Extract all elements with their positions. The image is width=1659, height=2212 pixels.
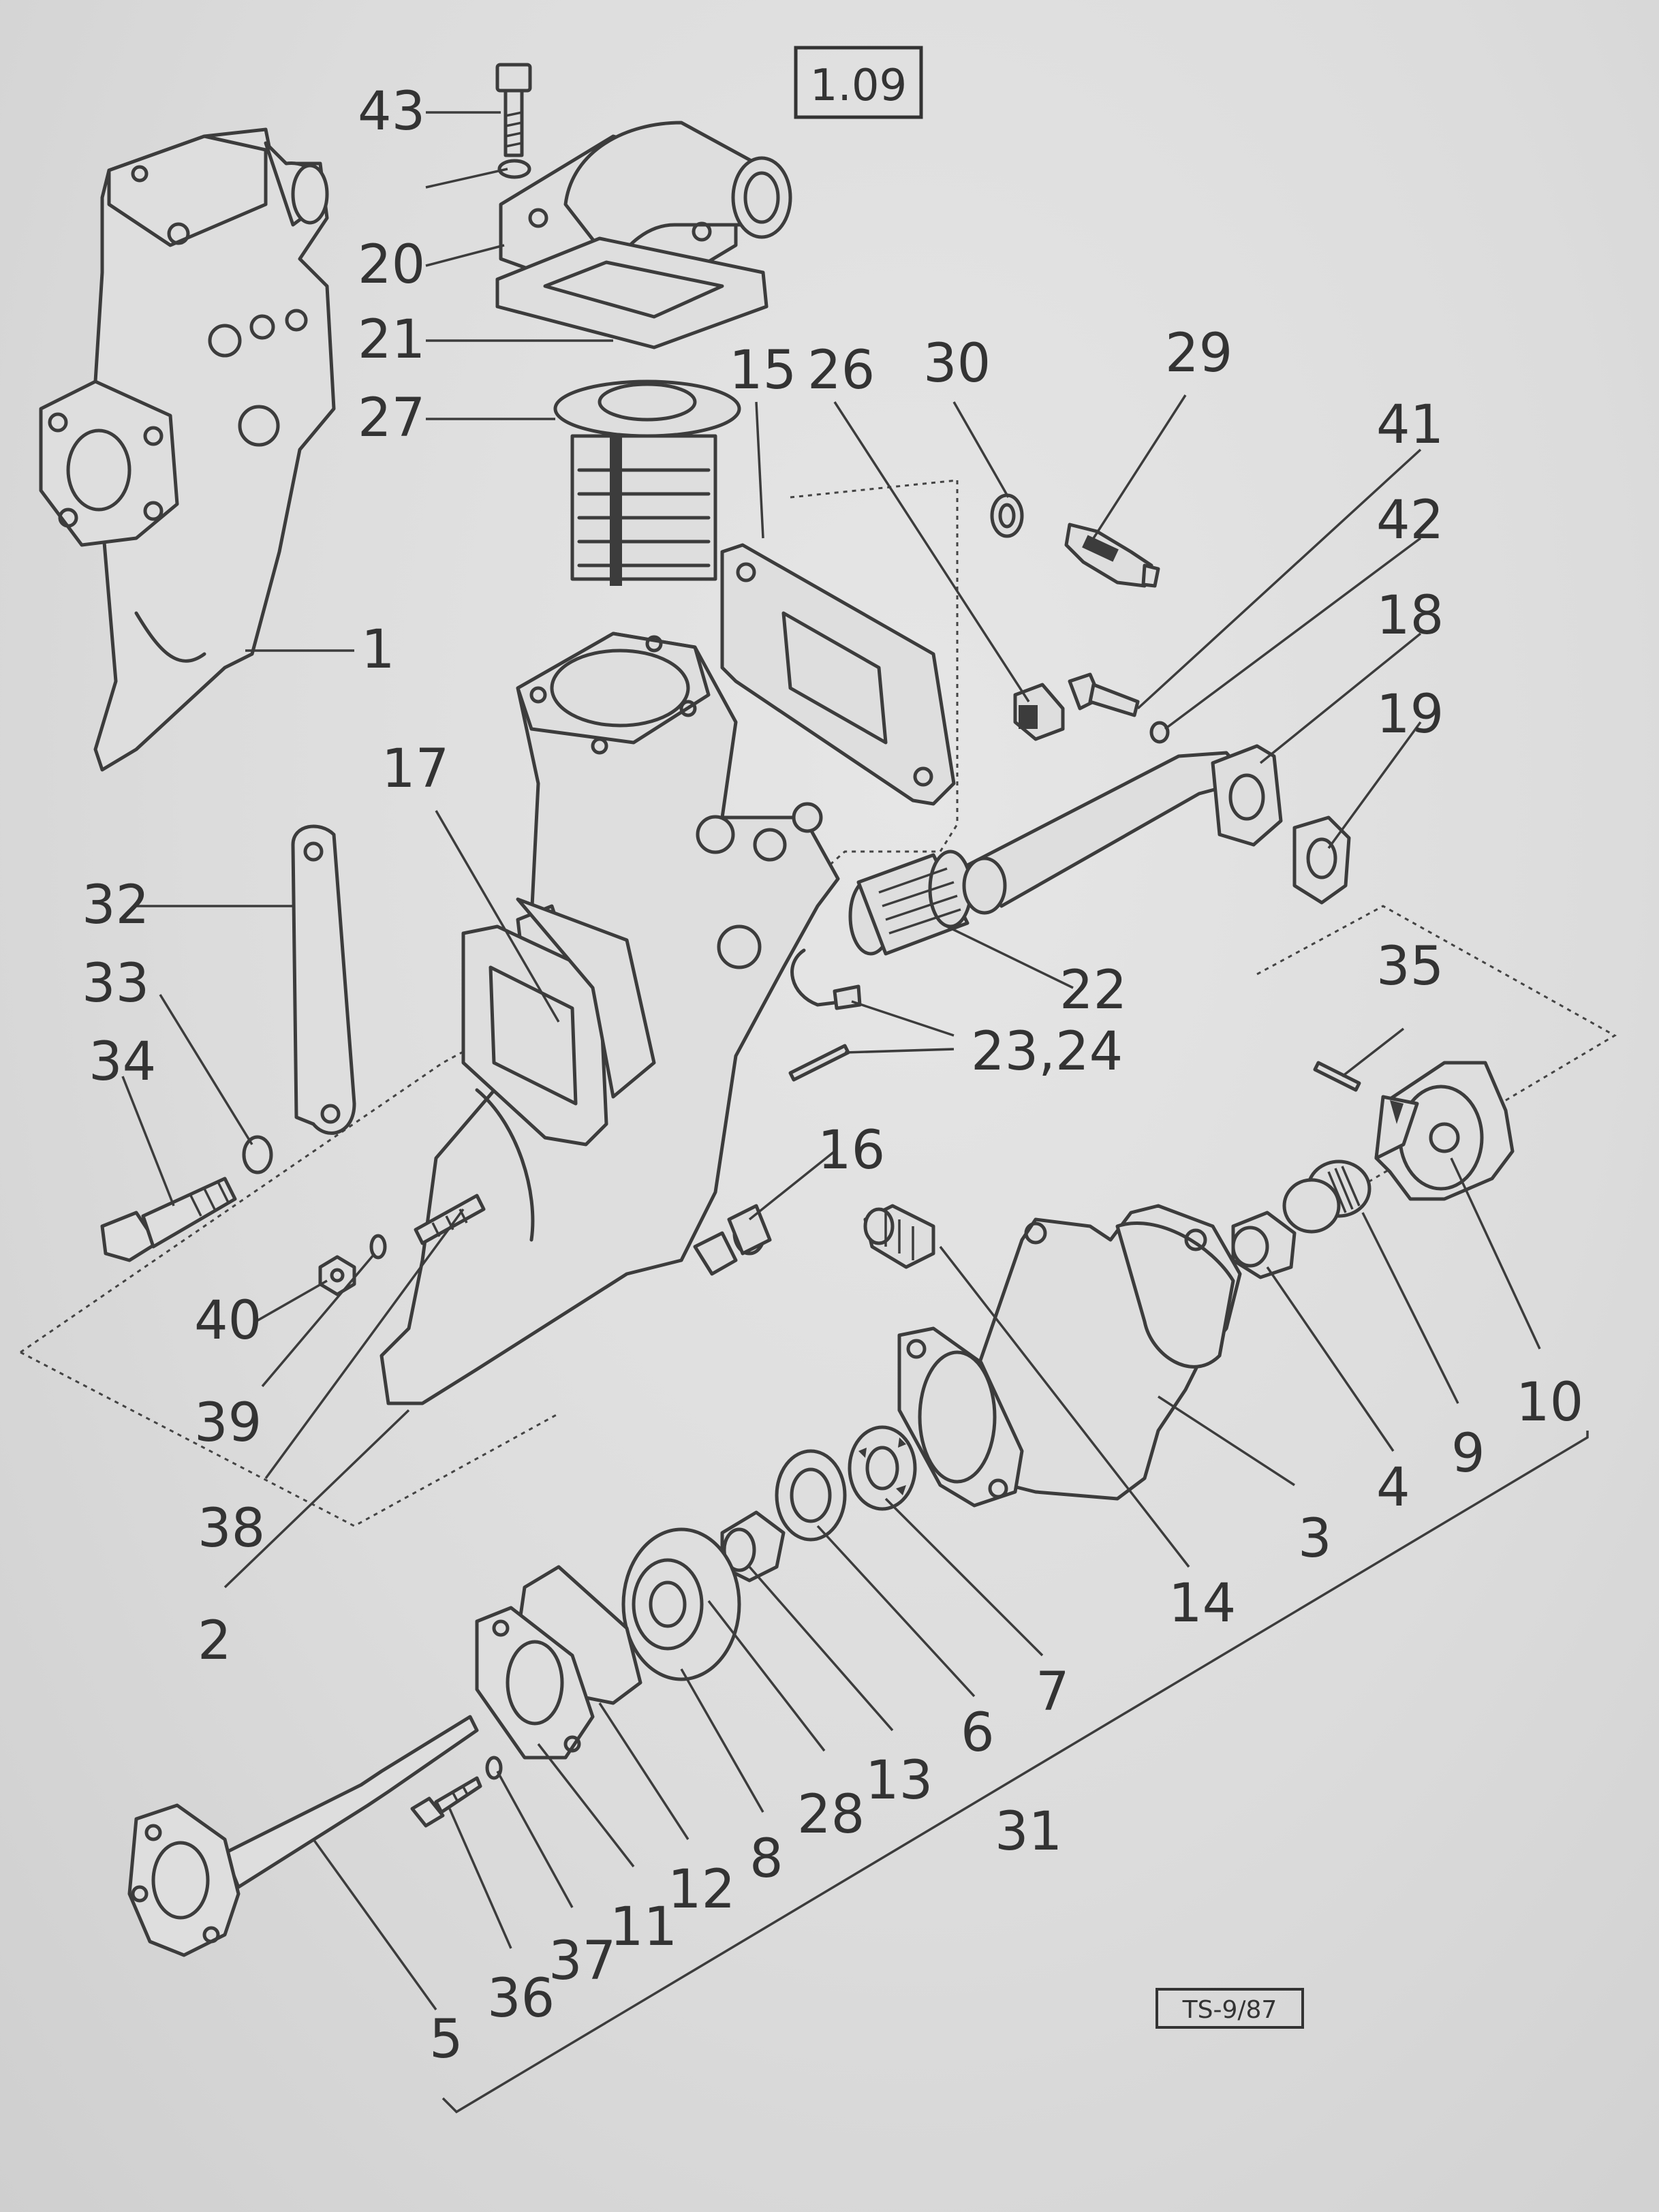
callout-30: 31 xyxy=(995,1801,1062,1863)
callout-37: 38 xyxy=(198,1498,265,1559)
part-1-assembled-housing xyxy=(39,127,336,772)
part-15-gasket xyxy=(720,543,956,806)
part-16-dowels xyxy=(693,1204,772,1276)
part-31-cover-plate xyxy=(291,824,356,1135)
callout-36: 37 xyxy=(548,1931,616,1992)
part-17-gasket xyxy=(461,897,656,1147)
callout-11: 11 xyxy=(610,1897,677,1958)
part-35-screw xyxy=(410,1776,482,1828)
drawing-ref: TS-9/87 xyxy=(1182,1996,1277,2024)
part-18-outlet-pipe xyxy=(962,744,1283,915)
part-13-spacer xyxy=(720,1510,786,1583)
callout-16: 16 xyxy=(818,1120,885,1181)
part-32-lock-washer xyxy=(242,1135,273,1174)
callout-9: 9 xyxy=(1451,1423,1485,1484)
part-5-shaft xyxy=(127,1715,479,1957)
part-10-impeller xyxy=(1374,1061,1515,1201)
callout-15: 15 xyxy=(729,340,796,401)
callout-29: 30 xyxy=(923,333,991,394)
callout-10: 10 xyxy=(1516,1372,1583,1433)
part-8-bearing xyxy=(621,1527,741,1681)
callout-22: 22 xyxy=(1059,960,1127,1021)
callout-38: 39 xyxy=(194,1392,262,1454)
callout-4: 4 xyxy=(1376,1457,1410,1518)
part-4-sleeve xyxy=(1231,1211,1297,1279)
assembly-30-bracket xyxy=(441,1431,1589,2114)
part-26-thermostat xyxy=(553,379,741,586)
part-37-stud xyxy=(414,1194,486,1245)
callout-23-24: 23,24 xyxy=(971,1021,1123,1082)
callout-31: 32 xyxy=(82,875,149,936)
callout-28: 29 xyxy=(1165,323,1232,384)
callout-21: 21 xyxy=(358,309,425,371)
part-29-sealing-ring xyxy=(990,493,1024,538)
callout-12: 12 xyxy=(668,1859,735,1920)
callout-1: 1 xyxy=(361,619,395,681)
callout-14: 14 xyxy=(1168,1573,1236,1634)
callout-17: 17 xyxy=(382,738,449,800)
assembly-dashed-outlines xyxy=(20,479,1617,1527)
callout-5: 5 xyxy=(429,2009,463,2070)
part-6-ring xyxy=(775,1449,847,1542)
callout-20: 20 xyxy=(358,234,425,296)
callout-35: 36 xyxy=(487,1968,555,2029)
part-24-split-pin xyxy=(788,1044,850,1082)
pump-front-flange xyxy=(897,1326,1024,1508)
part-42-bolt xyxy=(495,63,532,157)
part-25-plug xyxy=(1013,683,1065,741)
callout-32: 33 xyxy=(82,953,149,1014)
callout-7: 7 xyxy=(1036,1662,1070,1723)
callout-13: 13 xyxy=(865,1750,933,1811)
callout-41: 42 xyxy=(1376,490,1444,551)
part-40-bolt xyxy=(1068,672,1140,717)
part-38-washer xyxy=(369,1234,387,1260)
part-39-nut xyxy=(318,1255,356,1296)
figure-code-box: 1.09 xyxy=(794,46,923,119)
callout-42: 43 xyxy=(358,81,425,142)
callout-34: 35 xyxy=(1376,936,1444,997)
part-14-plug xyxy=(863,1204,935,1269)
part-23-hose-clamp xyxy=(790,948,862,1010)
callout-8: 8 xyxy=(749,1828,784,1890)
figure-code: 1.09 xyxy=(810,61,908,111)
callout-25: 26 xyxy=(807,340,875,401)
callout-3: 3 xyxy=(1298,1508,1332,1570)
part-41-washer xyxy=(1149,721,1170,744)
callout-6: 6 xyxy=(961,1702,995,1764)
callout-26: 27 xyxy=(358,388,425,449)
callout-2: 2 xyxy=(198,1610,232,1672)
callout-40: 41 xyxy=(1376,394,1444,456)
part-21-gasket xyxy=(495,236,769,349)
callout-labels: 43 20 21 27 15 26 30 29 41 42 18 19 35 2… xyxy=(82,81,1583,2070)
part-11-plate xyxy=(475,1606,595,1760)
part-33-bolt xyxy=(100,1177,237,1262)
callout-19: 19 xyxy=(1376,684,1444,745)
callout-39: 40 xyxy=(194,1290,262,1352)
part-43-washer xyxy=(497,159,531,179)
part-34-pin xyxy=(1313,1061,1361,1092)
part-3-pump-housing xyxy=(952,1204,1242,1501)
drawing-ref-box: TS-9/87 xyxy=(1156,1988,1304,2029)
part-7-bearing xyxy=(848,1425,917,1511)
part-28-temperature-switch xyxy=(1064,523,1160,588)
part-22-hose xyxy=(848,850,973,956)
part-9-seal xyxy=(1282,1159,1371,1234)
callout-27: 28 xyxy=(797,1784,865,1845)
callout-18: 18 xyxy=(1376,585,1444,647)
leader-lines xyxy=(121,111,1541,2011)
callout-33: 34 xyxy=(89,1031,156,1093)
